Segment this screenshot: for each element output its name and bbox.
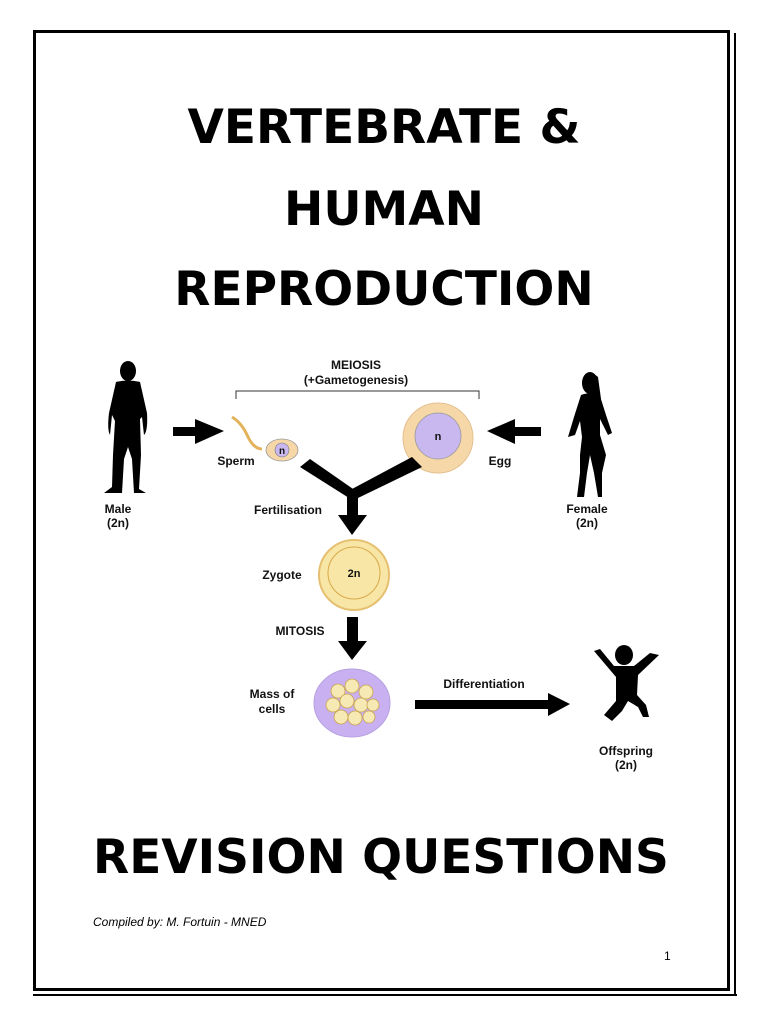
zygote-nucleus-label: 2n	[348, 568, 361, 580]
male-label: Male	[105, 502, 132, 516]
fertilisation-arrow	[300, 457, 422, 535]
meiosis-label: MEIOSIS	[331, 358, 381, 372]
mass-of-cells-label-line2: cells	[259, 702, 286, 716]
page-number: 1	[664, 949, 671, 963]
female-label: Female	[566, 502, 608, 516]
title-line-3: REPRODUCTION	[174, 262, 594, 317]
female-silhouette-icon	[568, 372, 612, 497]
mass-of-cells-label-line1: Mass of	[250, 687, 296, 701]
male-silhouette-icon	[104, 361, 148, 493]
reproduction-diagram: MEIOSIS (+Gametogenesis) Male (2n) n Spe…	[104, 358, 659, 772]
male-ploidy-label: (2n)	[107, 516, 129, 530]
differentiation-label: Differentiation	[443, 677, 524, 691]
fertilisation-label: Fertilisation	[254, 503, 322, 517]
egg-cell-icon: n	[402, 402, 474, 474]
mitosis-arrow	[338, 617, 367, 660]
mitosis-label: MITOSIS	[275, 624, 324, 638]
page-border-shadow-bottom	[33, 994, 737, 996]
page-border	[33, 30, 730, 991]
sperm-label: Sperm	[217, 454, 254, 468]
offspring-ploidy-label: (2n)	[615, 758, 637, 772]
meiosis-bracket	[235, 390, 480, 399]
zygote-cell-icon: 2n	[318, 539, 390, 611]
female-ploidy-label: (2n)	[576, 516, 598, 530]
egg-nucleus-label: n	[435, 431, 442, 443]
title-line-2: HUMAN	[284, 182, 484, 237]
sperm-cell-icon: n	[231, 415, 299, 462]
female-to-egg-arrow	[487, 419, 541, 444]
revision-questions-heading: REVISION QUESTIONS	[93, 830, 669, 885]
male-to-sperm-arrow	[173, 419, 224, 444]
differentiation-arrow	[415, 693, 570, 716]
title-line-1: VERTEBRATE &	[187, 100, 581, 155]
compiled-by-credit: Compiled by: M. Fortuin - MNED	[93, 915, 267, 929]
offspring-silhouette-icon	[594, 645, 659, 721]
egg-label: Egg	[489, 454, 512, 468]
offspring-label: Offspring	[599, 744, 653, 758]
page-border-shadow-right	[734, 33, 736, 995]
zygote-label: Zygote	[262, 568, 302, 582]
mass-of-cells-icon	[313, 668, 391, 738]
gametogenesis-label: (+Gametogenesis)	[304, 373, 408, 387]
sperm-nucleus-label: n	[279, 446, 285, 457]
